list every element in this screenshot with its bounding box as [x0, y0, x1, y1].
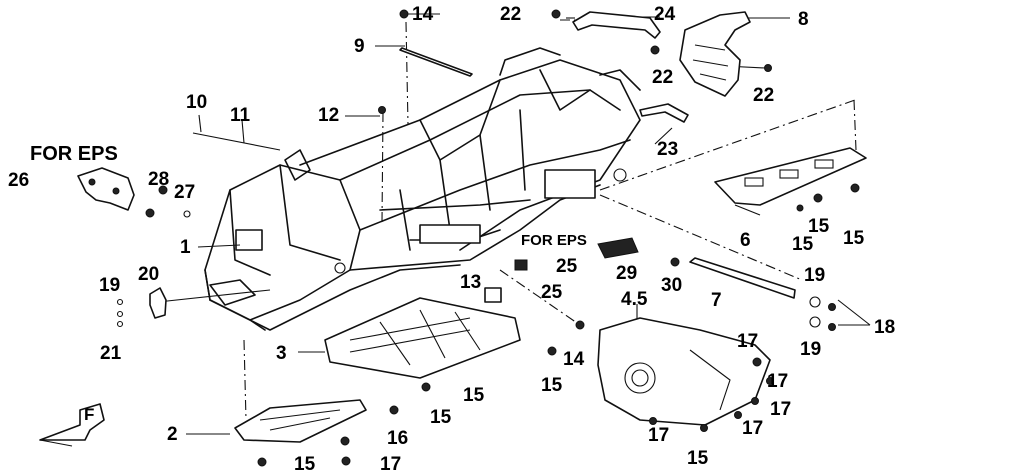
for-eps-note: FOR EPS: [30, 143, 118, 165]
callout-23: 23: [657, 139, 679, 160]
callout-18: 18: [874, 317, 896, 338]
direction-mark: F: [84, 405, 95, 424]
for-eps-small-note: FOR EPS: [521, 232, 587, 249]
direction-arrow-icon: [39, 403, 105, 447]
callout-7: 7: [711, 290, 722, 311]
callout-19-right-bottom: 19: [800, 339, 822, 360]
callout-22-top: 22: [500, 4, 522, 25]
bracket-8: [679, 11, 751, 97]
callout-25-top: 25: [556, 256, 578, 277]
bar-24: [572, 11, 661, 39]
callout-15-h: 15: [687, 448, 709, 469]
callout-2: 2: [167, 424, 178, 445]
callout-10: 10: [186, 92, 208, 113]
callout-12: 12: [318, 105, 340, 126]
callout-9: 9: [354, 36, 365, 57]
callout-20: 20: [138, 264, 160, 285]
skid-plate-3: [324, 297, 521, 379]
callout-22-right: 22: [753, 85, 775, 106]
callout-15-d: 15: [843, 228, 865, 249]
fasteners: [116, 9, 860, 467]
callout-28: 28: [148, 169, 170, 190]
callout-15-e: 15: [541, 375, 563, 396]
callout-17-d: 17: [742, 418, 764, 439]
skid-plate-6: [714, 147, 867, 206]
bar-7: [689, 257, 796, 299]
callout-29: 29: [616, 263, 638, 284]
bracket-20: [149, 287, 167, 319]
callout-17-e: 17: [648, 425, 670, 446]
callout-19-right-top: 19: [804, 265, 826, 286]
callout-11: 11: [230, 105, 251, 126]
callout-1: 1: [180, 237, 191, 258]
callout-30: 30: [661, 275, 683, 296]
callout-15-c: 15: [792, 234, 814, 255]
callout-13: 13: [460, 272, 482, 293]
callout-21: 21: [100, 343, 122, 364]
callout-19-left: 19: [99, 275, 121, 296]
callout-22-mid: 22: [652, 67, 674, 88]
callout-14-top: 14: [412, 4, 434, 25]
callout-26: 26: [8, 170, 30, 191]
callout-15-b: 15: [808, 216, 830, 237]
callout-17-b: 17: [767, 371, 789, 392]
callout-25-bottom: 25: [541, 282, 563, 303]
bracket-26: [77, 167, 135, 211]
main-frame: [204, 47, 641, 331]
skid-plate-2: [234, 399, 367, 443]
callout-17-c: 17: [770, 399, 792, 420]
callout-14-mid: 14: [563, 349, 585, 370]
callout-17-f: 17: [380, 454, 402, 475]
callout-17-a: 17: [737, 331, 759, 352]
callout-3: 3: [276, 343, 287, 364]
callout-15-a: 15: [294, 454, 316, 475]
callout-6: 6: [740, 230, 751, 251]
callout-4-5: 4.5: [621, 289, 648, 310]
callout-27: 27: [174, 182, 196, 203]
bracket-23: [639, 103, 689, 123]
callout-8: 8: [798, 9, 809, 30]
callout-15-f: 15: [463, 385, 485, 406]
callout-16: 16: [387, 428, 409, 449]
sensor-29: [597, 237, 639, 259]
callout-24: 24: [654, 4, 676, 25]
callout-15-g: 15: [430, 407, 452, 428]
